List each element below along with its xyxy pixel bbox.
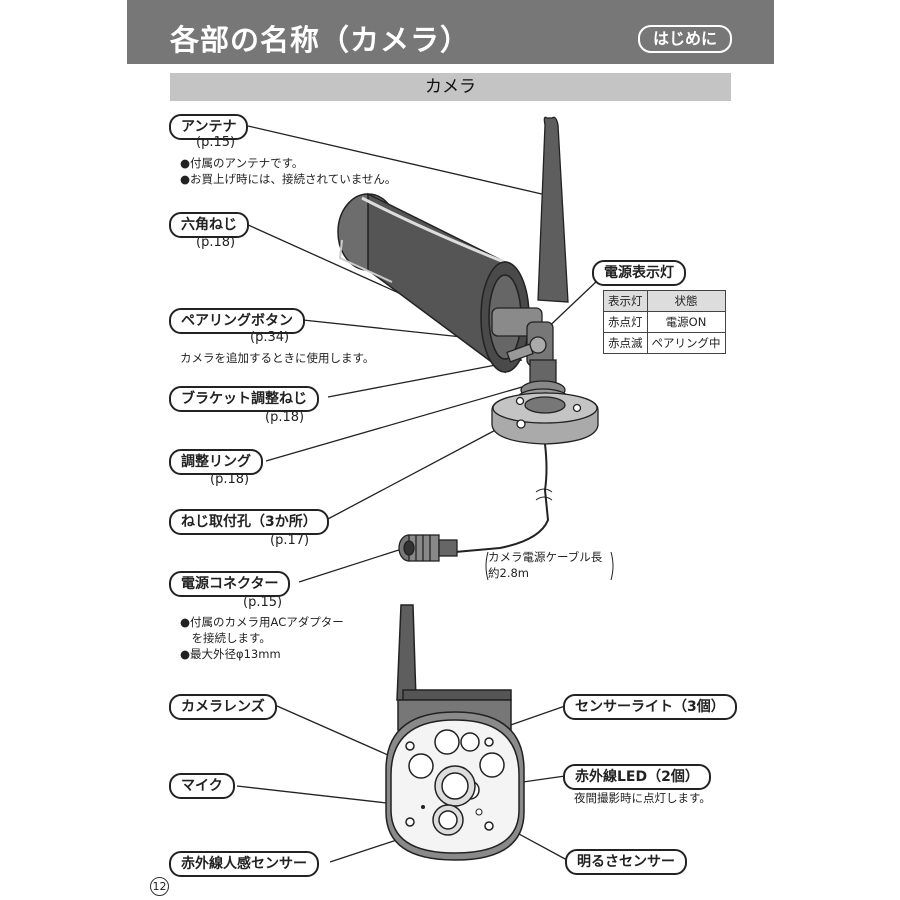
page-number: 12 bbox=[150, 877, 169, 896]
cable-length-line-2: 約2.8m bbox=[488, 566, 529, 580]
label-pairing-button: ペアリングボタン bbox=[169, 308, 305, 334]
label-sensor-light: センサーライト（3個） bbox=[563, 694, 737, 720]
label-mic: マイク bbox=[169, 773, 235, 799]
note-power-connector-3: ●最大外径φ13mm bbox=[180, 647, 281, 661]
label-bracket-screw: ブラケット調整ねじ bbox=[169, 386, 319, 412]
ref-bracket-screw: (p.18) bbox=[265, 410, 305, 425]
note-pairing-button: カメラを追加するときに使用します。 bbox=[180, 351, 375, 365]
ref-antenna: (p.15) bbox=[196, 135, 236, 150]
table-header: 表示灯 bbox=[603, 290, 648, 312]
page-header bbox=[127, 0, 774, 64]
table-cell: 電源ON bbox=[646, 311, 726, 333]
ref-hex-screw: (p.18) bbox=[196, 235, 236, 250]
label-screw-holes: ねじ取付孔（3か所） bbox=[169, 509, 329, 535]
table-cell: ペアリング中 bbox=[646, 332, 726, 354]
cable-length-line-1: カメラ電源ケーブル長 bbox=[488, 550, 603, 564]
note-ir-led: 夜間撮影時に点灯します。 bbox=[574, 791, 711, 805]
label-adjust-ring: 調整リング bbox=[169, 449, 263, 475]
page-title: 各部の名称（カメラ） bbox=[170, 23, 471, 57]
chapter-badge: はじめに bbox=[638, 25, 732, 53]
label-ir-led: 赤外線LED（2個） bbox=[563, 764, 711, 790]
table-row: 赤点灯 電源ON bbox=[603, 311, 726, 333]
led-status-table: 表示灯 状態 赤点灯 電源ON 赤点滅 ペアリング中 bbox=[603, 290, 726, 354]
note-power-connector-2: を接続します。 bbox=[180, 631, 271, 645]
label-power-connector: 電源コネクター bbox=[169, 571, 291, 597]
label-power-led: 電源表示灯 bbox=[592, 260, 686, 286]
ref-pairing-button: (p.34) bbox=[250, 330, 290, 345]
ref-screw-holes: (p.17) bbox=[270, 533, 310, 548]
table-header-row: 表示灯 状態 bbox=[603, 290, 726, 312]
note-power-connector-1: ●付属のカメラ用ACアダプター bbox=[180, 615, 344, 629]
label-hex-screw: 六角ねじ bbox=[169, 212, 249, 238]
table-header: 状態 bbox=[646, 290, 726, 312]
ref-power-connector: (p.15) bbox=[243, 595, 283, 610]
ref-adjust-ring: (p.18) bbox=[210, 472, 250, 487]
table-row: 赤点滅 ペアリング中 bbox=[603, 332, 726, 354]
table-cell: 赤点灯 bbox=[603, 311, 648, 333]
label-brightness-sensor: 明るさセンサー bbox=[565, 849, 687, 875]
section-title: カメラ bbox=[170, 73, 731, 101]
label-camera-lens: カメラレンズ bbox=[169, 694, 277, 720]
table-cell: 赤点滅 bbox=[603, 332, 648, 354]
label-antenna: アンテナ bbox=[169, 114, 249, 140]
note-antenna-2: ●お買上げ時には、接続されていません。 bbox=[180, 172, 397, 186]
note-antenna-1: ●付属のアンテナです。 bbox=[180, 156, 304, 170]
cable-length-note: カメラ電源ケーブル長 約2.8m bbox=[488, 549, 602, 581]
label-pir-sensor: 赤外線人感センサー bbox=[169, 851, 319, 877]
